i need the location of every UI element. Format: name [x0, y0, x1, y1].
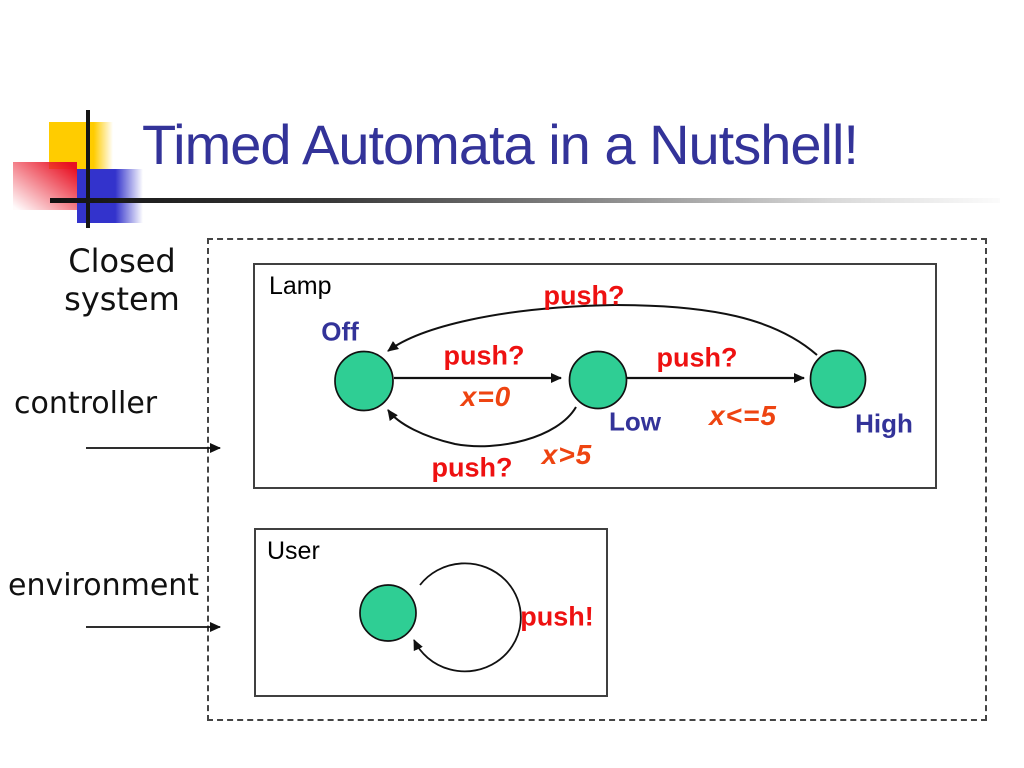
deco-yellow-square — [49, 122, 113, 169]
closed-system-line2: system — [64, 280, 180, 319]
environment-label: environment — [8, 568, 200, 603]
closed-system-label: Closed system — [64, 242, 180, 319]
guard-label-low-to-high: x<=5 — [709, 400, 777, 431]
state-label-high: High — [855, 408, 913, 439]
page-title: Timed Automata in a Nutshell! — [142, 113, 859, 176]
action-label-user-loop: push! — [520, 601, 594, 632]
lamp-box-label: Lamp — [269, 272, 332, 300]
user-box-label: User — [267, 537, 320, 565]
closed-system-line1: Closed — [68, 242, 176, 280]
closed-system-boundary — [207, 238, 987, 721]
action-label-off-to-low: push? — [443, 340, 525, 371]
guard-label-low-to-off: x>5 — [541, 439, 593, 470]
action-label-low-to-off: push? — [431, 452, 513, 483]
title-underline — [50, 198, 1000, 203]
controller-label: controller — [14, 386, 158, 421]
guard-label-off-to-low: x=0 — [460, 381, 512, 412]
action-label-low-to-high: push? — [656, 342, 738, 373]
deco-vertical-line — [86, 110, 90, 228]
action-label-high-to-off: push? — [543, 280, 625, 311]
state-label-low: Low — [609, 406, 661, 437]
state-label-off: Off — [321, 316, 359, 347]
